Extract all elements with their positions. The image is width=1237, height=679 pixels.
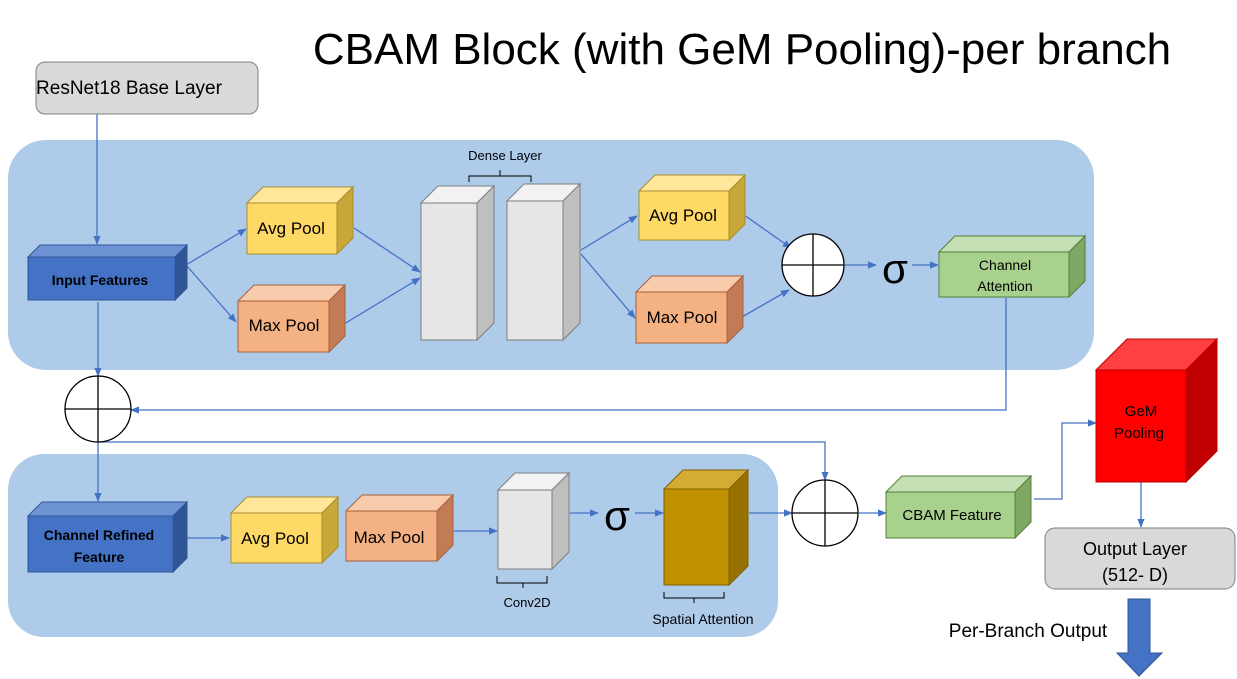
sigmoid-symbol-2: σ <box>604 492 630 539</box>
per-branch-output-label: Per-Branch Output <box>949 621 1108 642</box>
channel-attention-label-line2: Attention <box>977 278 1032 294</box>
output-layer-label-line2: (512- D) <box>1102 565 1168 585</box>
output-layer-box <box>1044 527 1236 590</box>
conv2d-column <box>496 471 571 571</box>
cbam-feature-box: CBAM Feature <box>884 474 1033 540</box>
spatial-attention-box <box>662 468 750 587</box>
diagram-title: CBAM Block (with GeM Pooling)-per branch <box>313 25 1171 74</box>
dense-column-1 <box>419 184 496 342</box>
max-pool-box-3: Max Pool <box>344 493 455 563</box>
cbam-feature-label: CBAM Feature <box>902 507 1001 524</box>
channel-refined-feature-box: Channel Refined Feature <box>26 500 189 574</box>
spatial-attention-caption: Spatial Attention <box>652 611 753 627</box>
sigmoid-symbol-1: σ <box>882 245 908 292</box>
channel-refined-label-line2: Feature <box>74 549 125 565</box>
spatial-attention-brace <box>663 592 725 603</box>
sum-circle-left <box>64 375 132 443</box>
input-features-box: Input Features <box>26 243 189 302</box>
dense-column-2 <box>505 182 582 342</box>
sum-circle-top <box>781 233 845 297</box>
resnet18-base-layer-box <box>35 61 259 115</box>
avg-pool-box-2: Avg Pool <box>637 173 747 242</box>
per-branch-output-arrow <box>1115 598 1164 677</box>
max-pool-label-3: Max Pool <box>354 528 425 547</box>
dense-layer-brace <box>468 170 532 182</box>
avg-pool-label-2: Avg Pool <box>649 206 717 225</box>
avg-pool-label-3: Avg Pool <box>241 529 309 548</box>
dense-layer-caption: Dense Layer <box>468 148 542 163</box>
gem-pooling-box: GeM Pooling <box>1094 337 1219 484</box>
resnet18-base-layer-label: ResNet18 Base Layer <box>36 78 223 99</box>
avg-pool-label-1: Avg Pool <box>257 219 325 238</box>
avg-pool-box-3: Avg Pool <box>229 495 340 565</box>
sum-circle-bottom <box>791 479 859 547</box>
max-pool-label-2: Max Pool <box>647 308 718 327</box>
conv2d-brace <box>496 576 548 588</box>
channel-refined-label-line1: Channel Refined <box>44 527 154 543</box>
channel-attention-label-line1: Channel <box>979 257 1031 273</box>
output-layer-label-line1: Output Layer <box>1083 539 1187 559</box>
max-pool-label-1: Max Pool <box>249 316 320 335</box>
max-pool-box-1: Max Pool <box>236 283 347 354</box>
conv2d-caption: Conv2D <box>504 595 551 610</box>
gem-pooling-label-line1: GeM <box>1125 403 1158 420</box>
input-features-label: Input Features <box>52 272 149 288</box>
gem-pooling-label-line2: Pooling <box>1114 425 1164 442</box>
avg-pool-box-1: Avg Pool <box>245 185 355 256</box>
max-pool-box-2: Max Pool <box>634 274 745 345</box>
channel-attention-box: Channel Attention <box>937 234 1087 299</box>
connections <box>93 114 1145 542</box>
